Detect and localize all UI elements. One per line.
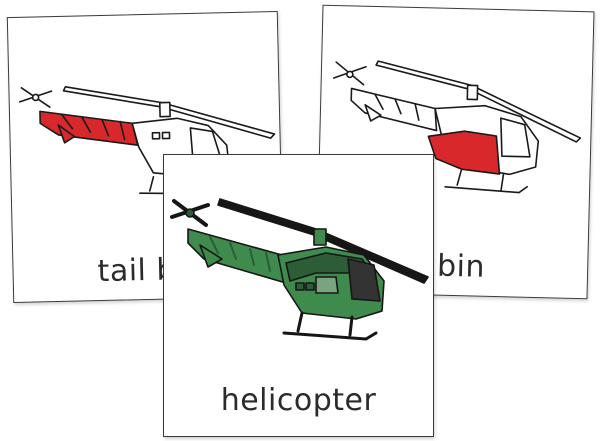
helicopter-card: helicopter — [163, 154, 434, 437]
helicopter-illustration — [170, 198, 429, 341]
helicopter-cabin-illustration — [332, 60, 582, 194]
cabin-card: cabin — [315, 4, 595, 300]
card-label: helicopter — [220, 383, 377, 418]
